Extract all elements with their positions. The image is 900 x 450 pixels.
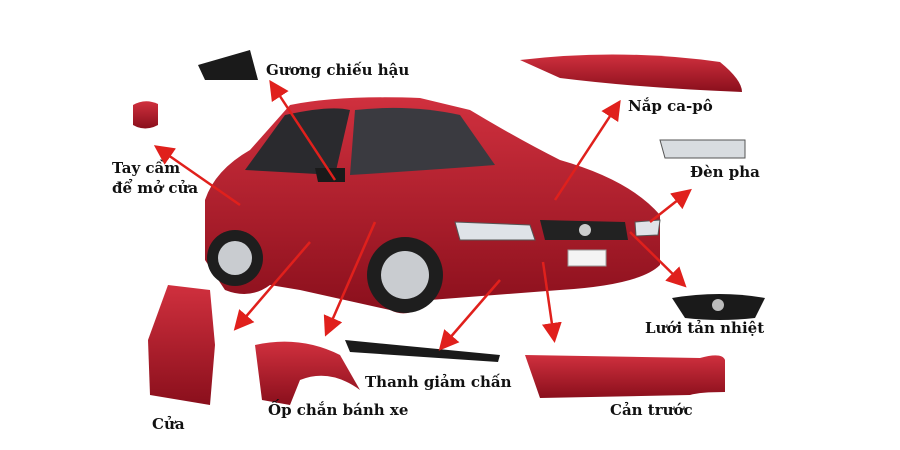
handle-part — [133, 101, 158, 129]
arrow-door — [233, 241, 311, 331]
label-handle-line2: để mở cửa — [112, 179, 199, 197]
arrow-mirror — [269, 79, 337, 181]
fender-part — [255, 341, 360, 405]
arrow-handle — [153, 145, 241, 207]
hood-part — [520, 54, 742, 92]
arrow-front-bumper — [541, 261, 562, 343]
arrow-bumper-strip — [438, 279, 501, 351]
label-front-bumper: Cản trước — [610, 401, 693, 419]
label-grille: Lưới tản nhiệt — [645, 319, 765, 337]
bumper-strip-part — [345, 340, 500, 362]
front-bumper-part — [525, 355, 725, 398]
headlight-part — [659, 139, 746, 159]
label-mirror: Gương chiếu hậu — [266, 61, 410, 79]
label-headlight: Đèn pha — [690, 163, 760, 181]
label-bumper-strip: Thanh giảm chấn — [365, 373, 512, 391]
label-hood: Nắp ca-pô — [628, 97, 713, 115]
arrow-headlight — [649, 188, 692, 223]
label-handle: Tay cầm để mở cửa — [112, 158, 198, 198]
arrow-hood — [553, 99, 621, 201]
arrow-fender — [323, 221, 377, 337]
label-fender: Ốp chắn bánh xe — [268, 401, 409, 419]
arrow-grille — [629, 231, 687, 288]
mirror-part — [198, 50, 258, 80]
label-door: Cửa — [152, 415, 185, 433]
car-illustration — [205, 97, 661, 314]
label-handle-line1: Tay cầm — [112, 159, 181, 177]
door-part — [148, 285, 215, 405]
